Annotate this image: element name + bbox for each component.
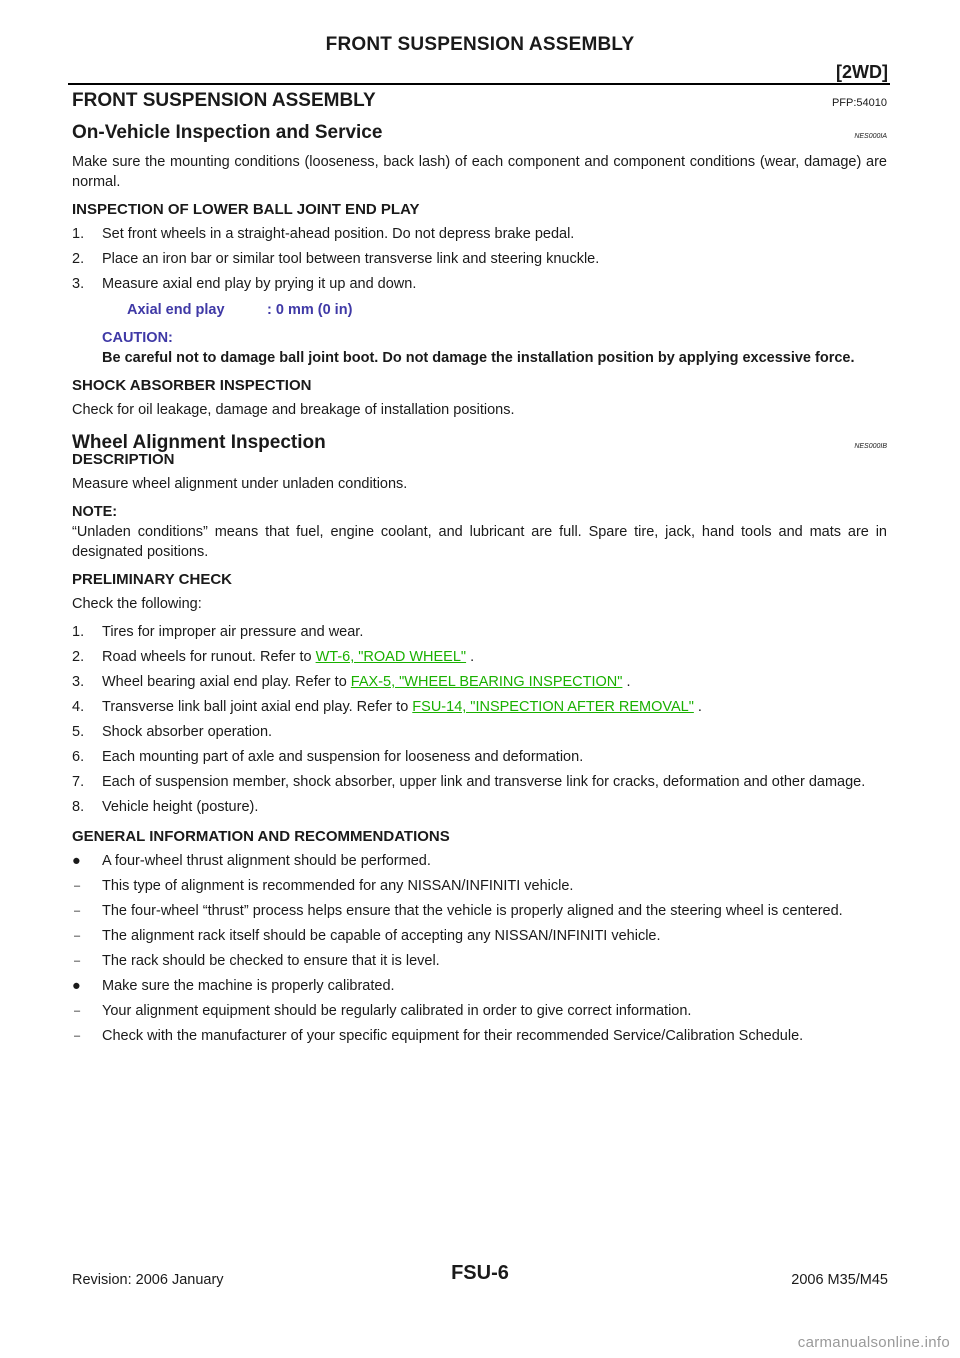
list-item-text: Place an iron bar or similar tool betwee… bbox=[102, 251, 600, 267]
header-divider bbox=[68, 83, 890, 85]
spec-label: Axial end play bbox=[127, 302, 225, 318]
shock-absorber-text: Check for oil leakage, damage and breaka… bbox=[72, 402, 515, 418]
caution-title: CAUTION: bbox=[102, 330, 173, 346]
subheading-ball-joint: INSPECTION OF LOWER BALL JOINT END PLAY bbox=[72, 201, 420, 218]
bullet-item: ● Make sure the machine is properly calib… bbox=[72, 976, 887, 996]
list-item: 7. Each of suspension member, shock absor… bbox=[72, 772, 887, 792]
list-item: 8. Vehicle height (posture). bbox=[72, 797, 887, 817]
dash-item: – The rack should be checked to ensure th… bbox=[72, 951, 887, 971]
subheading-description: DESCRIPTION bbox=[72, 451, 175, 468]
subheading-general-info: GENERAL INFORMATION AND RECOMMENDATIONS bbox=[72, 828, 450, 845]
note-title: NOTE: bbox=[72, 504, 118, 520]
list-item-text: A four-wheel thrust alignment should be … bbox=[102, 853, 431, 869]
dash-item: – Check with the manufacturer of your spe… bbox=[72, 1026, 887, 1046]
dash-item: – The four-wheel “thrust” process helps e… bbox=[72, 901, 887, 921]
dash-icon: – bbox=[74, 905, 81, 917]
list-item-number: 3. bbox=[72, 674, 85, 690]
section-heading-assembly: FRONT SUSPENSION ASSEMBLY PFP:54010 bbox=[72, 90, 887, 112]
footer-model: 2006 M35/M45 bbox=[791, 1272, 888, 1288]
list-item-suffix: . bbox=[622, 674, 631, 690]
footer-revision: Revision: 2006 January bbox=[72, 1272, 224, 1288]
list-item-suffix: . bbox=[466, 649, 475, 665]
list-item-text: This type of alignment is recommended fo… bbox=[102, 878, 574, 894]
list-item-number: 8. bbox=[72, 799, 85, 815]
list-item: 4. Transverse link ball joint axial end p… bbox=[72, 697, 887, 717]
list-item-text: Your alignment equipment should be regul… bbox=[102, 1003, 692, 1019]
subheading-shock-absorber: SHOCK ABSORBER INSPECTION bbox=[72, 377, 312, 394]
list-item-number: 6. bbox=[72, 749, 85, 765]
note-body: “Unladen conditions” means that fuel, en… bbox=[72, 524, 887, 560]
list-item-text: Wheel bearing axial end play. Refer to bbox=[102, 674, 351, 690]
dash-icon: – bbox=[74, 1005, 81, 1017]
dash-item: – This type of alignment is recommended f… bbox=[72, 876, 887, 896]
section-heading-alignment: Wheel Alignment Inspection NES000IB bbox=[72, 432, 887, 454]
list-item-text: Set front wheels in a straight-ahead pos… bbox=[102, 226, 575, 242]
preliminary-check-list: 1. Tires for improper air pressure and we… bbox=[72, 622, 887, 817]
section-code: NES000IB bbox=[854, 443, 887, 450]
list-item-text: The rack should be checked to ensure tha… bbox=[102, 953, 440, 969]
list-item-text: Shock absorber operation. bbox=[102, 724, 273, 740]
preliminary-intro: Check the following: bbox=[72, 596, 202, 612]
list-item-text: Vehicle height (posture). bbox=[102, 799, 259, 815]
dash-icon: – bbox=[74, 880, 81, 892]
list-item: 5. Shock absorber operation. bbox=[72, 722, 887, 742]
list-item-text: Each mounting part of axle and suspensio… bbox=[102, 749, 584, 765]
reference-link[interactable]: FSU-14, "INSPECTION AFTER REMOVAL" bbox=[412, 699, 694, 715]
page-header-title: FRONT SUSPENSION ASSEMBLY bbox=[325, 34, 635, 55]
page-header-tag: [2WD] bbox=[836, 62, 888, 82]
bullet-item: ● A four-wheel thrust alignment should be… bbox=[72, 851, 887, 871]
list-item: 6. Each mounting part of axle and suspens… bbox=[72, 747, 887, 767]
description-text: Measure wheel alignment under unladen co… bbox=[72, 476, 408, 492]
section-code: PFP:54010 bbox=[831, 97, 887, 109]
section-title: On-Vehicle Inspection and Service bbox=[72, 122, 383, 143]
subheading-preliminary: PRELIMINARY CHECK bbox=[72, 571, 233, 588]
dash-item: – The alignment rack itself should be cap… bbox=[72, 926, 887, 946]
list-item-number: 7. bbox=[72, 774, 85, 790]
caution-body: Be careful not to damage ball joint boot… bbox=[102, 350, 855, 366]
list-item-text: The alignment rack itself should be capa… bbox=[102, 928, 661, 944]
ball-joint-steps: 1.Set front wheels in a straight-ahead p… bbox=[72, 224, 887, 294]
watermark: carmanualsonline.info bbox=[797, 1334, 950, 1351]
list-item-number: 1. bbox=[72, 624, 85, 640]
list-item: 3. Wheel bearing axial end play. Refer to… bbox=[72, 672, 887, 692]
list-item: 3.Measure axial end play by prying it up… bbox=[72, 276, 417, 292]
footer-page-number: FSU-6 bbox=[451, 1262, 509, 1284]
list-item-suffix: . bbox=[693, 699, 702, 715]
dash-icon: – bbox=[74, 955, 81, 967]
list-item: 1.Set front wheels in a straight-ahead p… bbox=[72, 226, 575, 242]
list-item-text: Road wheels for runout. Refer to bbox=[102, 649, 316, 665]
bullet-icon: ● bbox=[72, 978, 81, 994]
list-item: 2.Place an iron bar or similar tool betw… bbox=[72, 251, 600, 267]
list-item: 2. Road wheels for runout. Refer to WT-6,… bbox=[72, 647, 887, 667]
dash-icon: – bbox=[74, 1030, 81, 1042]
spec-value: : 0 mm (0 in) bbox=[267, 302, 353, 318]
bullet-icon: ● bbox=[72, 853, 81, 869]
section-code: NES000IA bbox=[854, 133, 887, 140]
section-title: FRONT SUSPENSION ASSEMBLY bbox=[72, 90, 376, 111]
section-heading-inspection: On-Vehicle Inspection and Service NES000… bbox=[72, 122, 887, 144]
list-item-number: 5. bbox=[72, 724, 85, 740]
dash-item: – Your alignment equipment should be regu… bbox=[72, 1001, 887, 1021]
section-title: Wheel Alignment Inspection bbox=[72, 432, 326, 453]
list-item-text: Measure axial end play by prying it up a… bbox=[102, 276, 417, 292]
general-info-list: ● A four-wheel thrust alignment should be… bbox=[72, 851, 887, 1046]
reference-link[interactable]: FAX-5, "WHEEL BEARING INSPECTION" bbox=[350, 674, 623, 690]
reference-link[interactable]: WT-6, "ROAD WHEEL" bbox=[315, 649, 467, 665]
list-item-text: The four-wheel “thrust” process helps en… bbox=[102, 903, 843, 919]
main-content: FRONT SUSPENSION ASSEMBLY PFP:54010 On-V… bbox=[72, 90, 887, 1052]
dash-icon: – bbox=[74, 930, 81, 942]
spec-axial-end-play: Axial end play : 0 mm (0 in) bbox=[127, 300, 887, 320]
list-item-text: Tires for improper air pressure and wear… bbox=[102, 624, 364, 640]
list-item-number: 4. bbox=[72, 699, 85, 715]
list-item-text: Transverse link ball joint axial end pla… bbox=[102, 699, 413, 715]
list-item-number: 2. bbox=[72, 649, 85, 665]
intro-paragraph: Make sure the mounting conditions (loose… bbox=[72, 154, 887, 190]
list-item-text: Each of suspension member, shock absorbe… bbox=[102, 774, 866, 790]
list-item-text: Check with the manufacturer of your spec… bbox=[102, 1028, 804, 1044]
list-item: 1. Tires for improper air pressure and we… bbox=[72, 622, 887, 642]
list-item-text: Make sure the machine is properly calibr… bbox=[102, 978, 395, 994]
